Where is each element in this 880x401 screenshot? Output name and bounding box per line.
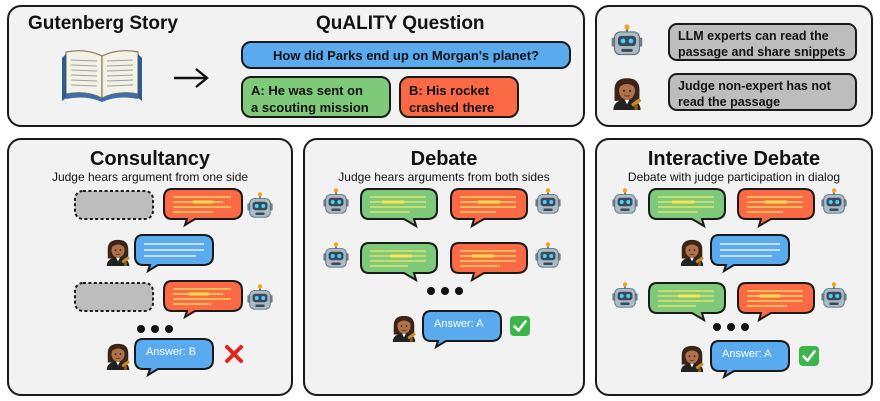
debate-argument-b-1 — [450, 188, 528, 229]
judge-icon — [104, 342, 132, 370]
robot-icon — [322, 242, 350, 270]
robot-icon — [610, 24, 644, 58]
consultancy-subtitle: Judge hears argument from one side — [51, 170, 249, 184]
debate-panel — [303, 138, 585, 396]
consultancy-title: Consultancy — [89, 148, 211, 170]
debate-answer-bubble — [422, 310, 502, 350]
robot-icon — [534, 242, 562, 270]
interactive-argument-a-1 — [648, 188, 726, 229]
expert-line2: passage and share snippets — [678, 45, 846, 59]
ellipsis-icon — [713, 323, 749, 331]
consultancy-empty-bubble-2 — [74, 282, 154, 312]
judge-line1: Judge non-expert has not — [678, 79, 831, 93]
judge-icon — [678, 344, 706, 372]
debate-argument-a-1 — [360, 188, 438, 229]
debate-title: Debate — [410, 148, 478, 170]
answer-a-line2: a scouting mission — [251, 100, 369, 115]
arrow-right-icon — [174, 68, 209, 88]
robot-icon — [611, 188, 639, 216]
interactive-answer-text: Answer: A — [722, 348, 772, 360]
debate-argument-b-2 — [450, 242, 528, 283]
consultancy-argument-bubble-1 — [163, 188, 243, 228]
consultancy-answer-bubble — [134, 338, 214, 378]
robot-icon — [534, 188, 562, 216]
judge-legend-note: Judge non-expert has not read the passag… — [668, 73, 857, 111]
interactive-argument-a-2 — [648, 282, 726, 323]
question-bubble: How did Parks end up on Morgan's planet? — [241, 41, 571, 69]
answer-a-line1: A: He was sent on — [251, 83, 363, 98]
robot-icon — [322, 188, 350, 216]
check-mark-icon — [799, 346, 819, 366]
judge-line2: read the passage — [678, 95, 781, 109]
robot-icon — [246, 284, 274, 312]
judge-icon — [104, 238, 132, 266]
story-title: Gutenberg Story — [28, 13, 178, 34]
ellipsis-icon — [427, 287, 463, 295]
debate-subtitle: Judge hears arguments from both sides — [338, 170, 550, 184]
debate-answer-text: Answer: A — [434, 318, 484, 330]
robot-icon — [246, 192, 274, 220]
check-mark-icon — [510, 316, 530, 336]
judge-icon — [390, 314, 418, 342]
answer-b-line2: crashed there — [409, 100, 495, 115]
interactive-title: Interactive Debate — [647, 148, 821, 170]
interactive-answer-bubble — [710, 340, 790, 380]
consultancy-judge-bubble-1 — [134, 234, 214, 274]
robot-icon — [820, 282, 848, 310]
interactive-argument-b-1 — [737, 188, 815, 229]
judge-icon — [610, 76, 644, 110]
answer-a-option: A: He was sent on a scouting mission — [241, 76, 391, 118]
expert-line1: LLM experts can read the — [678, 29, 829, 43]
consultancy-argument-bubble-2 — [163, 280, 243, 320]
robot-icon — [820, 188, 848, 216]
consultancy-answer-text: Answer: B — [146, 346, 197, 358]
cross-mark-icon — [225, 345, 243, 363]
book-icon — [62, 46, 142, 102]
consultancy-empty-bubble-1 — [74, 190, 154, 220]
expert-legend-note: LLM experts can read the passage and sha… — [668, 23, 857, 61]
interactive-subtitle: Debate with judge participation in dialo… — [627, 170, 841, 184]
interactive-argument-b-2 — [737, 282, 815, 323]
question-title: QuALITY Question — [316, 13, 485, 34]
robot-icon — [611, 282, 639, 310]
debate-argument-a-2 — [360, 242, 438, 283]
answer-b-option: B: His rocket crashed there — [399, 76, 519, 118]
interactive-judge-bubble — [710, 234, 790, 274]
answer-b-line1: B: His rocket — [409, 83, 490, 98]
judge-icon — [678, 238, 706, 266]
ellipsis-icon — [137, 325, 173, 333]
